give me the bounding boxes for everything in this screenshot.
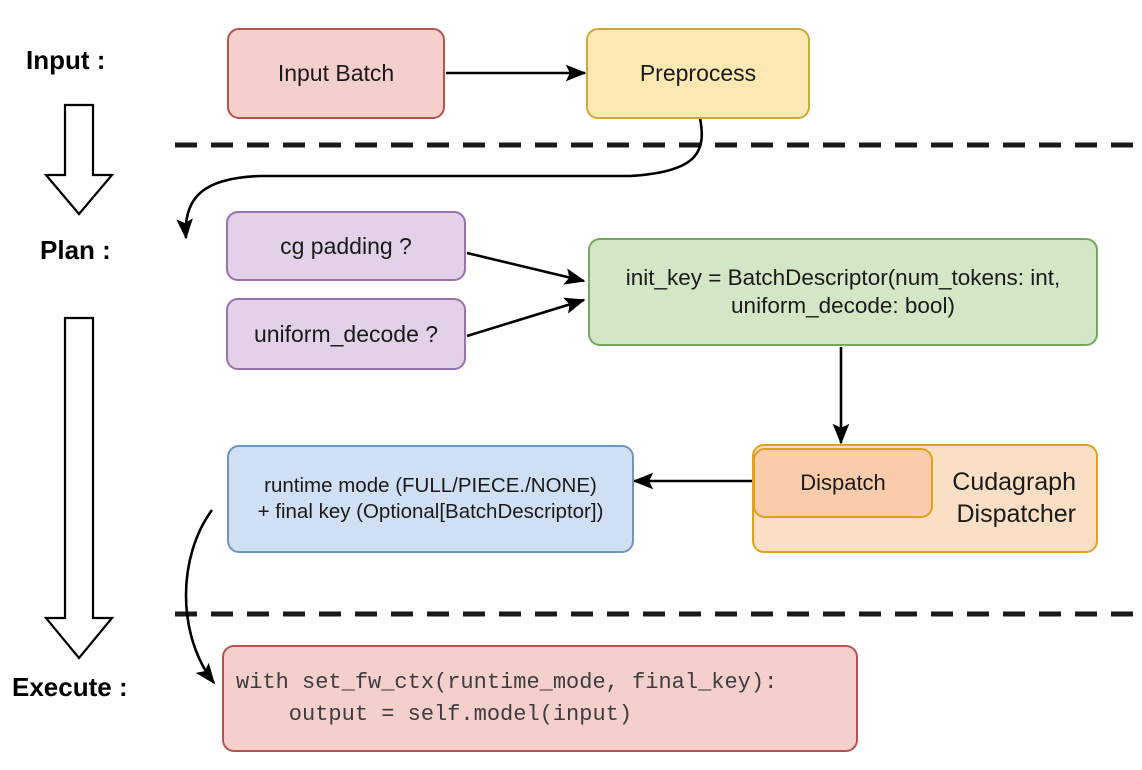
edge-cg-padding-to-init-key (466, 251, 586, 285)
node-init-key-line2: uniform_decode: bool) (731, 293, 955, 318)
node-execute-code-line1: with set_fw_ctx(runtime_mode, final_key)… (236, 669, 778, 695)
node-execute-code-line2: output = self.model(input) (236, 701, 633, 727)
node-dispatch[interactable]: Dispatch (753, 448, 933, 518)
node-preprocess[interactable]: Preprocess (586, 28, 810, 119)
node-uniform-decode-label: uniform_decode ? (253, 320, 439, 347)
node-cudagraph-dispatcher-line1: Cudagraph (952, 468, 1076, 497)
node-preprocess-label: Preprocess (639, 60, 757, 87)
node-runtime-mode-line1: runtime mode (FULL/PIECE./NONE) (264, 474, 597, 498)
flow-arrow-plan-to-execute (43, 316, 115, 660)
node-init-key[interactable]: init_key = BatchDescriptor(num_tokens: i… (588, 238, 1098, 346)
stage-label-input: Input : (26, 45, 106, 75)
stage-label-plan: Plan : (40, 235, 111, 265)
node-cg-padding-label: cg padding ? (280, 232, 412, 259)
node-input-batch-label: Input Batch (277, 60, 395, 87)
edge-runtime-mode-to-execute-code (184, 509, 216, 685)
node-runtime-mode[interactable]: runtime mode (FULL/PIECE./NONE) + final … (227, 445, 634, 553)
node-cudagraph-dispatcher-line2: Dispatcher (956, 499, 1077, 528)
flow-arrow-input-to-plan (43, 103, 115, 216)
node-cg-padding[interactable]: cg padding ? (226, 211, 466, 281)
node-init-key-line1: init_key = BatchDescriptor(num_tokens: i… (625, 264, 1061, 290)
node-uniform-decode[interactable]: uniform_decode ? (226, 298, 466, 370)
edge-uniform-decode-to-init-key (466, 297, 586, 338)
node-runtime-mode-line2: + final key (Optional[BatchDescriptor]) (257, 500, 604, 523)
node-execute-code[interactable]: with set_fw_ctx(runtime_mode, final_key)… (222, 645, 858, 752)
stage-label-execute: Execute : (12, 672, 128, 702)
node-input-batch[interactable]: Input Batch (227, 28, 445, 119)
node-dispatch-label: Dispatch (800, 470, 886, 496)
